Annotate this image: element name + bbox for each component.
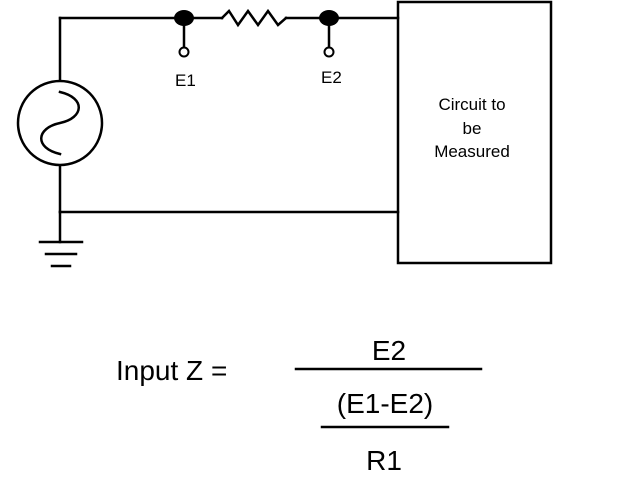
box-label-line-2: be [463, 119, 482, 138]
probe-e1-terminal [178, 46, 190, 58]
box-label-line-1: Circuit to [438, 95, 505, 114]
resistor-icon [220, 8, 288, 28]
probe-e1 [174, 10, 194, 58]
formula-inner-numerator: (E1-E2) [337, 388, 433, 419]
probe-e2-node [319, 10, 339, 26]
probe-e2 [319, 10, 339, 58]
ground-icon [38, 210, 84, 268]
probe-e2-terminal [323, 46, 335, 58]
probe-e1-node [174, 10, 194, 26]
formula-numerator: E2 [372, 335, 406, 366]
probe-e2-label: E2 [321, 68, 342, 87]
formula-lhs: Input Z = [116, 355, 227, 386]
formula-inner-denominator: R1 [366, 445, 402, 476]
probe-e1-label: E1 [175, 71, 196, 90]
circuit-box [396, 0, 553, 265]
ac-source-icon [16, 79, 104, 167]
box-label-line-3: Measured [434, 142, 510, 161]
